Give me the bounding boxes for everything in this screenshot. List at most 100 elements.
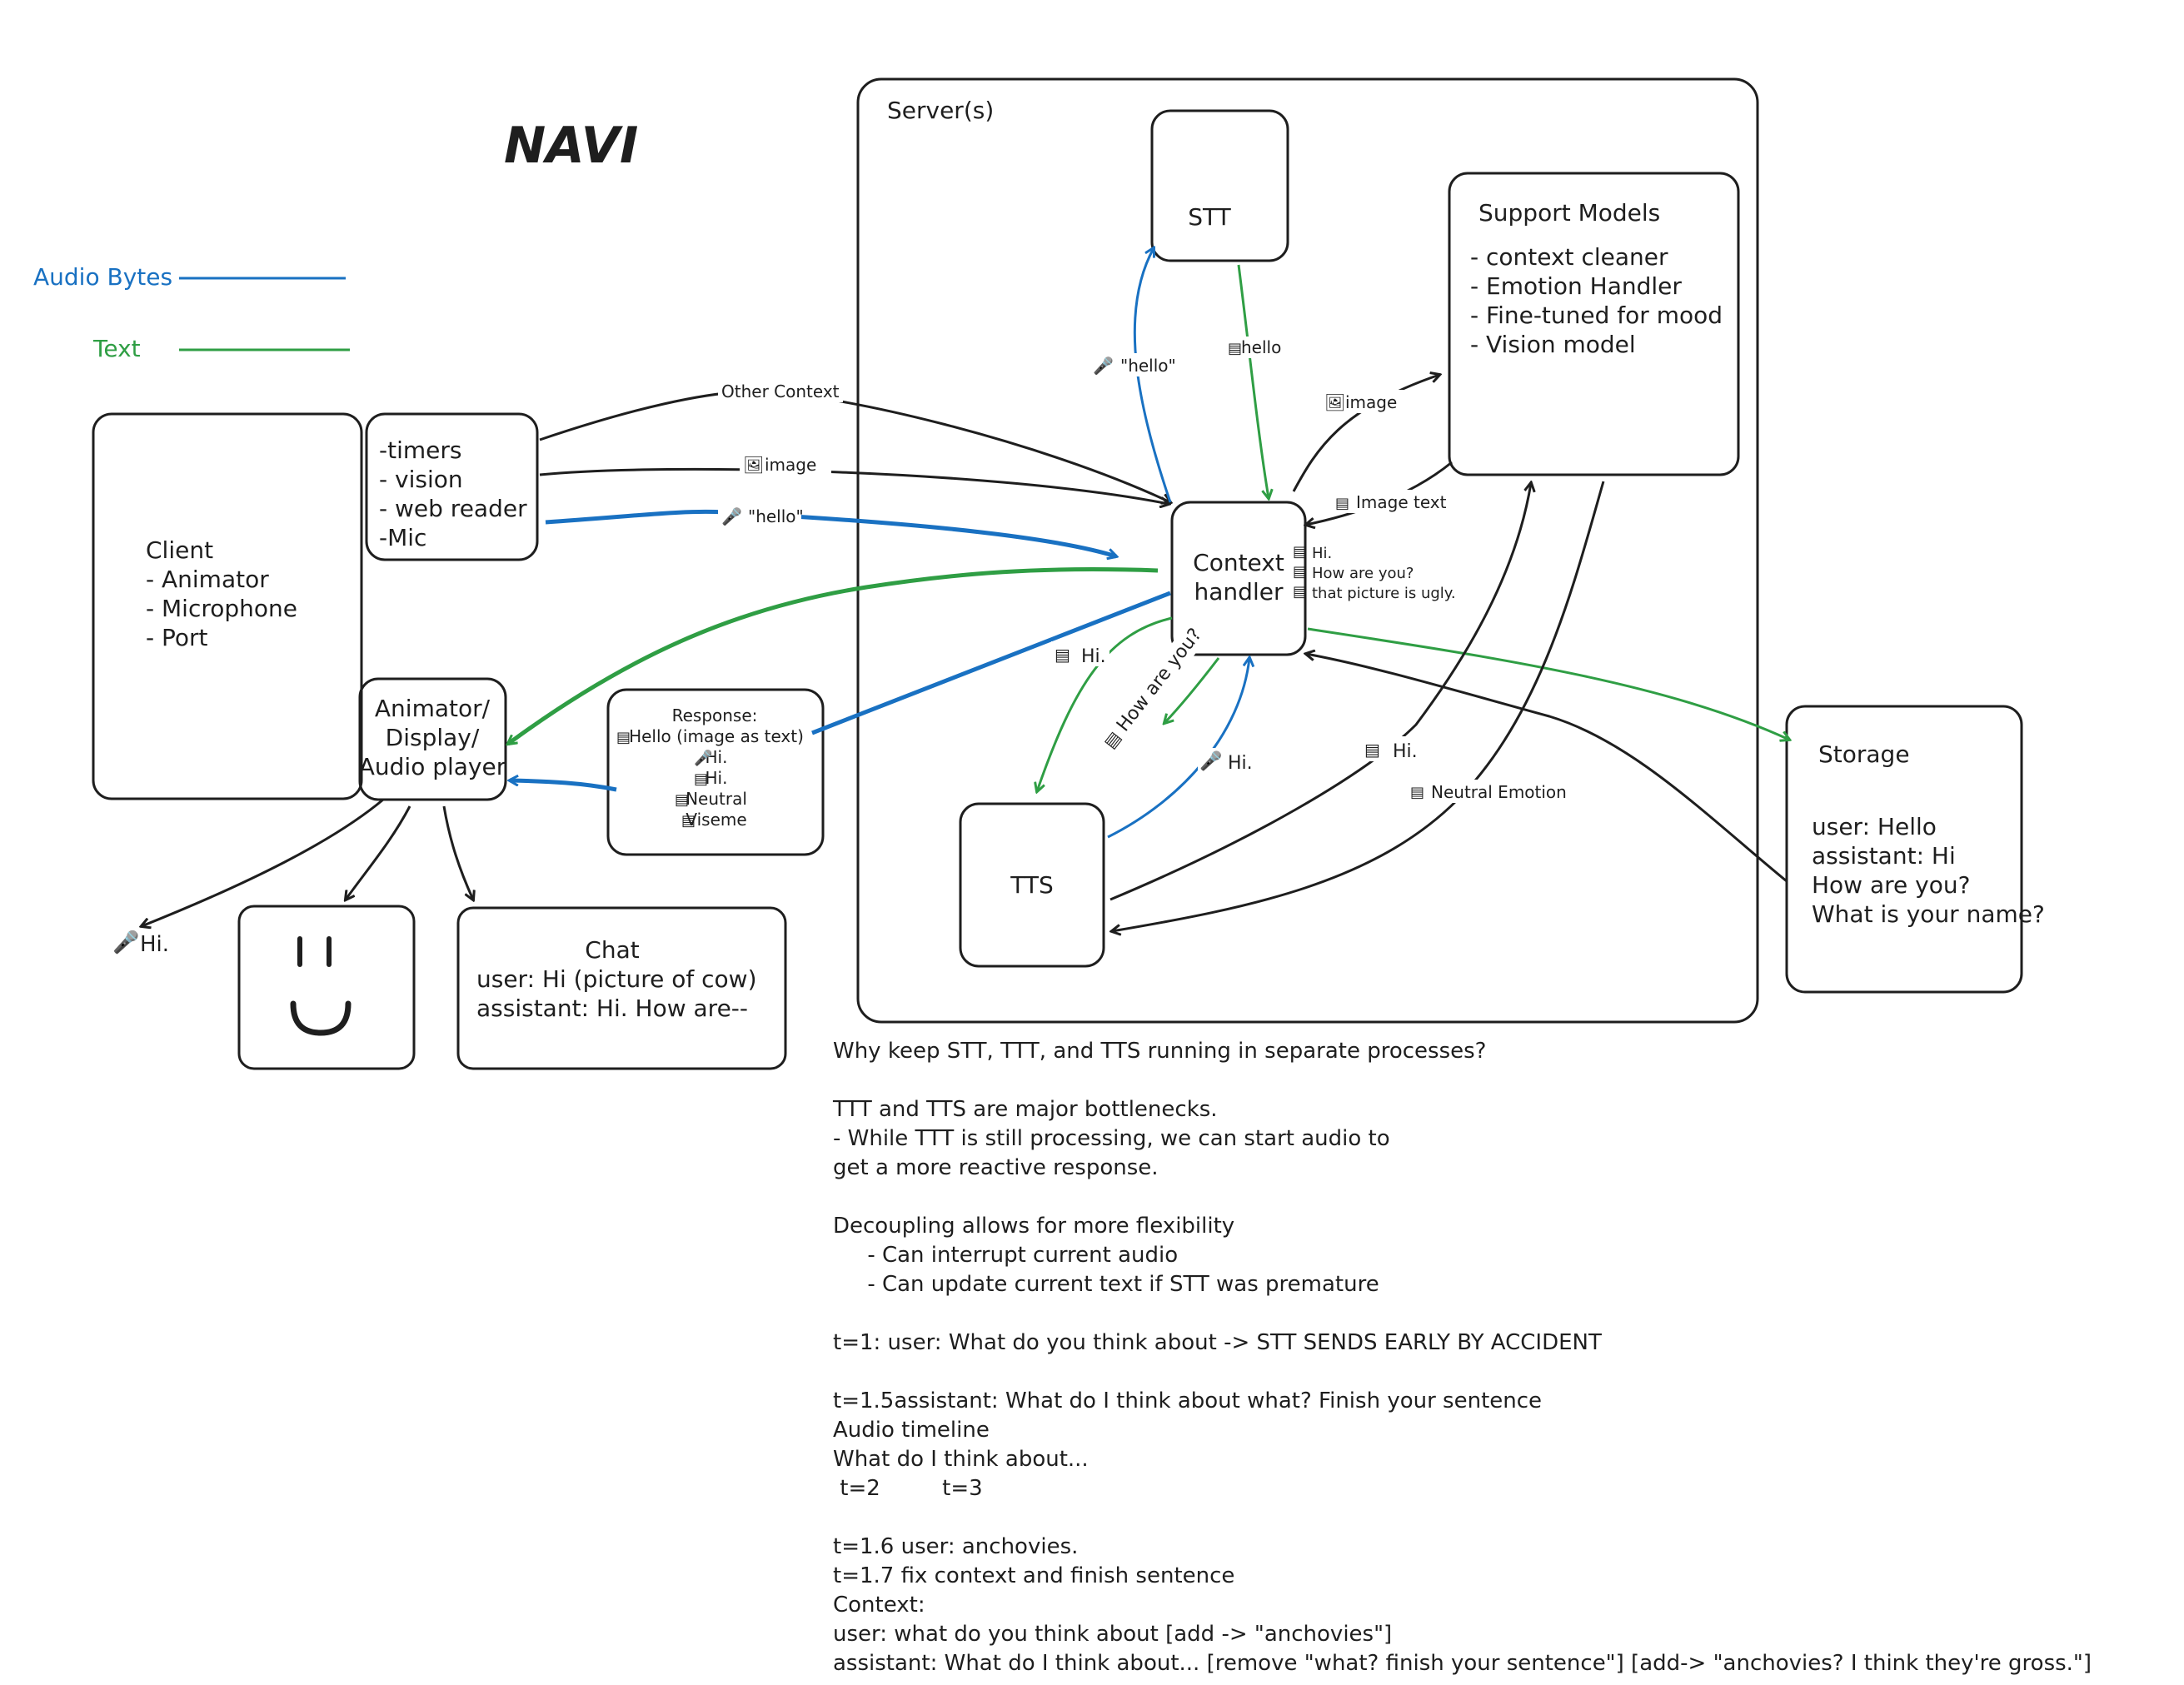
animator-line-3: Audio player — [359, 753, 506, 780]
label-bg — [1091, 353, 1174, 376]
doc-icon: ▤ — [681, 812, 696, 830]
context-handler-box — [1170, 501, 1307, 656]
label-bg — [740, 452, 831, 476]
stt-box — [1150, 109, 1289, 262]
smiley-face-icon — [290, 936, 352, 1036]
arrow-response-to-animator — [510, 780, 617, 792]
notes-line: Decoupling allows for more flexibility — [833, 1214, 1234, 1239]
label-how-are-you: How are you? — [1113, 625, 1206, 735]
notes-line: t=1: user: What do you think about -> ST… — [833, 1330, 1602, 1355]
image-icon: 🖼 — [1324, 392, 1345, 412]
arrow-context-audio-line — [811, 591, 1171, 735]
input-vision: - vision — [379, 466, 463, 493]
doc-icon: ▤ — [1410, 784, 1424, 801]
response-line-hi-audio: Hi. — [706, 747, 728, 767]
notes-line: t=1.6 user: anchovies. — [833, 1534, 1078, 1559]
mic-icon: 🎤 — [1199, 750, 1222, 772]
doc-icon: ▤ — [1293, 543, 1307, 561]
response-line-hi-text: Hi. — [706, 768, 728, 788]
doc-icon: ▤ — [1364, 740, 1380, 760]
animator-line-1: Animator/ — [375, 695, 491, 722]
arrow-context-to-animator — [508, 567, 1159, 744]
legend: Audio Bytes Text — [33, 263, 350, 362]
response-line-neutral: Neutral — [686, 789, 747, 809]
label-ctx-note-2: How are you? — [1312, 565, 1414, 582]
client-item-port: - Port — [146, 624, 208, 651]
notes-line: TTT and TTS are major bottlenecks. — [832, 1097, 1218, 1122]
doc-icon: ▤ — [1335, 495, 1349, 512]
support-item-vision-model: - Vision model — [1470, 331, 1636, 358]
support-item-context-cleaner: - context cleaner — [1470, 243, 1668, 271]
doc-icon: ▤ — [694, 770, 708, 788]
storage-title: Storage — [1818, 740, 1910, 768]
notes-line: - Can interrupt current audio — [833, 1243, 1178, 1268]
chat-title: Chat — [585, 936, 639, 964]
arrow-stt-to-context — [1237, 264, 1269, 498]
notes-line: Context: — [833, 1593, 925, 1618]
notes-line: - Can update current text if STT was pre… — [833, 1272, 1379, 1297]
label-bg — [1333, 490, 1458, 513]
storage-line-1: user: Hello — [1812, 813, 1937, 840]
notes-line: Audio timeline — [833, 1418, 990, 1443]
arrow-tts-to-support — [1109, 483, 1531, 901]
storage-line-4: What is your name? — [1812, 900, 2045, 928]
client-item-microphone: - Microphone — [146, 595, 297, 622]
stt-label: STT — [1188, 203, 1231, 231]
notes-line: get a more reactive response. — [833, 1155, 1159, 1180]
mic-icon: 🎤 — [721, 506, 742, 526]
support-item-emotion-handler: - Emotion Handler — [1470, 272, 1682, 300]
response-line-hello: Hello (image as text) — [629, 726, 804, 746]
mic-icon: 🎤 — [1093, 356, 1114, 376]
arrow-animator-to-chat — [442, 805, 473, 900]
label-bg — [1095, 622, 1208, 757]
label-stt-up: "hello" — [1120, 356, 1176, 376]
inputs-box — [365, 412, 539, 561]
label-bg — [1224, 337, 1283, 358]
notes-block: Why keep STT, TTT, and TTS running in se… — [832, 1039, 2092, 1676]
storage-line-2: assistant: Hi — [1812, 842, 1956, 870]
animator-line-2: Display/ — [386, 724, 480, 751]
notes-line: user: what do you think about [add -> "a… — [833, 1622, 1392, 1647]
doc-icon: ▤ — [1293, 563, 1307, 581]
doc-icon: ▤ — [616, 729, 631, 746]
output-mic-label: Hi. — [140, 932, 169, 957]
support-models-title: Support Models — [1478, 199, 1660, 227]
label-bg — [1051, 641, 1109, 666]
client-item-animator: - Animator — [146, 566, 269, 593]
chat-line-assistant: assistant: Hi. How are-- — [476, 995, 748, 1022]
mic-icon: 🎤 — [112, 929, 139, 955]
arrow-tts-to-context — [1107, 658, 1249, 839]
label-hello-in: "hello" — [748, 506, 804, 526]
label-ctx-note-3: that picture is ugly. — [1312, 585, 1456, 602]
label-bg — [1362, 736, 1420, 761]
doc-icon: ▤ — [675, 791, 689, 809]
arrow-animator-to-mic — [142, 798, 384, 926]
client-box — [92, 412, 363, 800]
label-other-context: Other Context — [721, 381, 840, 401]
notes-line: t=1.7 fix context and finish sentence — [833, 1563, 1234, 1588]
notes-line: assistant: What do I think about... [rem… — [833, 1651, 2092, 1676]
arrow-support-to-tts — [1112, 481, 1605, 931]
response-heading: Response: — [672, 705, 758, 725]
legend-audio-label: Audio Bytes — [33, 263, 172, 291]
tts-box — [959, 802, 1105, 968]
label-bg — [718, 379, 843, 402]
label-bg — [718, 504, 801, 527]
doc-icon: ▤ — [1293, 583, 1307, 601]
chat-line-user: user: Hi (picture of cow) — [476, 965, 757, 993]
notes-line: - While TTT is still processing, we can … — [833, 1126, 1390, 1151]
arrow-mic-audio — [545, 509, 1116, 556]
chat-box — [456, 906, 787, 1070]
label-image-in: image — [765, 455, 816, 475]
doc-icon: ▤ — [1055, 645, 1070, 665]
arrow-context-to-storage — [1307, 627, 1789, 740]
diagram-title: NAVI — [504, 117, 638, 175]
arrow-image-input — [539, 467, 1169, 504]
label-image-text: Image text — [1356, 492, 1447, 512]
label-bg — [1408, 780, 1566, 803]
server-label: Server(s) — [887, 97, 994, 124]
context-handler-line-1: Context — [1193, 549, 1284, 576]
legend-text-label: Text — [92, 335, 141, 362]
label-bg — [1323, 390, 1406, 413]
